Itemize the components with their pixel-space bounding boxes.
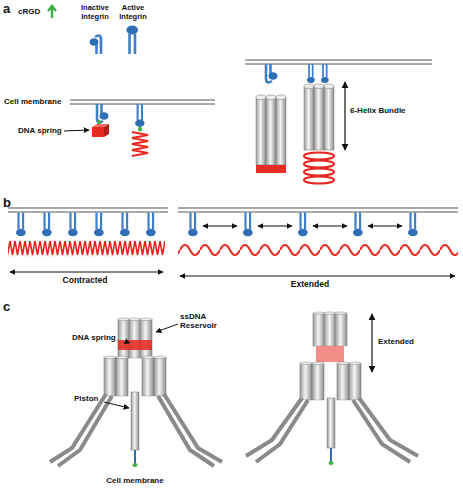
membrane-line: [245, 64, 432, 65]
spring-block-side: [104, 124, 109, 137]
leader-arrow: [104, 402, 129, 408]
origami-leg: [353, 398, 418, 462]
membrane-line: [70, 100, 215, 101]
piston: [327, 398, 335, 448]
membrane-line: [8, 208, 168, 209]
label-text: DNA spring: [18, 126, 66, 135]
membrane-line: [178, 208, 458, 209]
membrane-line: [8, 212, 168, 213]
helix-cylinder: [324, 84, 334, 150]
active-integrin: [321, 64, 329, 83]
length-arrow: [10, 272, 163, 273]
label-text: ssDNA Reservoir: [180, 312, 226, 330]
active-integrin: [68, 213, 78, 237]
panel-letter: a: [3, 2, 17, 17]
label-text: DNA spring: [72, 333, 128, 342]
active-integrin: [298, 213, 308, 237]
crgd-ligand: [329, 461, 334, 465]
helix-cylinder: [300, 362, 312, 400]
extension-arrow: [371, 314, 372, 372]
bracket-arrow: [344, 82, 345, 150]
label-text: Extended: [270, 280, 350, 290]
label-text: Active Integrin: [116, 4, 150, 21]
helix-cylinder: [118, 318, 130, 358]
label-text: Cell membrane: [95, 476, 175, 485]
spacing-arrow: [368, 226, 402, 227]
active-integrin: [42, 213, 52, 237]
dna-spring-band: [316, 346, 344, 362]
active-integrin: [353, 213, 363, 237]
helix-cylinder: [116, 356, 128, 396]
leader-arrow: [124, 341, 128, 344]
spring-coil: [304, 161, 334, 168]
helix-cylinder: [104, 356, 116, 396]
helix-cylinder: [313, 312, 325, 346]
spring-block: [92, 127, 104, 137]
piston-tether: [134, 450, 136, 464]
label-text: Extended: [378, 337, 428, 346]
contracted-spring: [8, 241, 165, 257]
active-integrin-icon: [126, 25, 138, 54]
spring-coil: [304, 177, 334, 184]
helix-cylinder: [314, 84, 324, 150]
helix-cylinder: [142, 356, 154, 396]
origami-leg: [50, 394, 112, 466]
helix-cylinder: [304, 84, 314, 150]
active-integrin: [408, 213, 418, 237]
inactive-integrin: [266, 64, 278, 82]
label-text: Inactive Integrin: [76, 4, 114, 21]
dna-spring-band: [118, 340, 152, 350]
active-integrin: [135, 104, 144, 127]
inactive-integrin-icon: [90, 36, 102, 54]
extended-spring: [178, 240, 458, 260]
active-integrin: [16, 213, 26, 237]
leader-arrow: [64, 130, 89, 131]
label-text: cRGD: [18, 7, 48, 16]
active-integrin: [307, 64, 315, 83]
active-integrin: [243, 213, 253, 237]
active-integrin: [120, 213, 130, 237]
active-integrin: [94, 213, 104, 237]
helix-cylinder: [276, 95, 286, 165]
spacing-arrow: [258, 226, 292, 227]
helix-cylinder: [154, 356, 166, 396]
active-integrin: [188, 213, 198, 237]
label-text: Cell membrane: [4, 97, 70, 106]
helix-cylinder: [324, 312, 336, 346]
helix-cylinder: [140, 318, 152, 358]
panel-letter: c: [3, 300, 17, 315]
spring-block: [256, 165, 286, 173]
crgd-ligand: [97, 120, 101, 125]
crgd-ligand: [138, 127, 142, 132]
helix-cylinder: [266, 95, 276, 165]
helix-cylinder: [256, 95, 266, 165]
panel-letter: b: [3, 196, 17, 211]
spring-coil: [304, 169, 334, 176]
piston: [131, 392, 139, 450]
dna-spring: [132, 132, 148, 156]
membrane-line: [178, 212, 458, 213]
crgd-ligand: [133, 463, 138, 467]
label-text: Contracted: [45, 276, 125, 286]
label-text: 6-Helix Bundle: [350, 106, 420, 115]
origami-leg: [246, 398, 308, 462]
leader-arrow: [156, 324, 178, 332]
helix-cylinder: [335, 312, 347, 346]
origami-leg: [158, 394, 222, 466]
active-integrin: [146, 213, 156, 237]
spring-coil: [304, 153, 334, 160]
label-text: Piston: [74, 394, 108, 403]
spacing-arrow: [203, 226, 237, 227]
helix-cylinder: [349, 362, 361, 400]
helix-cylinder: [312, 362, 324, 400]
piston-tether: [330, 448, 332, 462]
helix-cylinder: [129, 318, 141, 358]
membrane-line: [245, 60, 432, 61]
spacing-arrow: [313, 226, 347, 227]
helix-cylinder: [337, 362, 349, 400]
length-arrow: [180, 276, 455, 277]
crgd-arrow: [48, 6, 56, 18]
